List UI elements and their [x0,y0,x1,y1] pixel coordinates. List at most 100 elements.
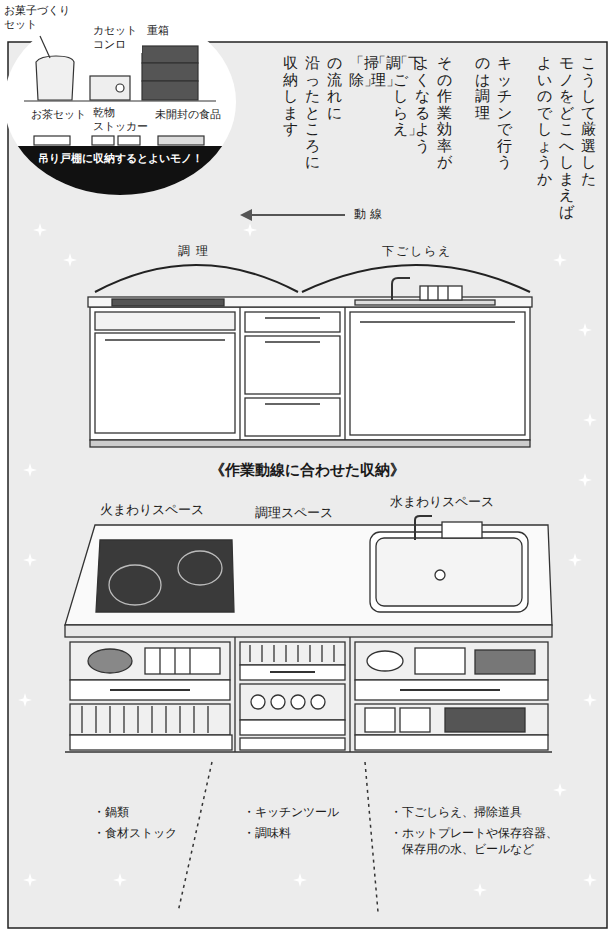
illustration-part [360,321,515,322]
illustration-part [65,751,552,752]
illustration-part [193,706,194,733]
illustration-part [302,265,530,292]
illustration-part [249,645,250,662]
banner-text: 吊り戸棚に収納するとよいモノ！ [3,152,237,166]
illustration-part [109,706,110,733]
illustration-part [234,637,235,752]
illustration-part [92,136,114,145]
illustration-part [142,63,198,81]
illustration-part [240,642,345,665]
illustration-part [297,645,298,662]
illustration-part [355,704,548,735]
illustration-part [116,84,124,92]
illustration-part [88,297,532,307]
illustration-part [40,36,50,58]
illustration-part [70,642,230,680]
illustration-part [265,317,320,318]
illustration-part [435,570,445,580]
illustration-part [270,671,315,673]
vertical-text: キッチンで行う のは調理 [468,55,512,171]
illustration-part [137,706,138,733]
illustration-part [178,551,222,585]
illustration-part [420,286,462,300]
illustration-part [189,648,190,674]
illustration-part [178,762,212,912]
illustration-part [265,403,320,404]
illustration-part [553,783,567,797]
illustration-part [344,307,345,440]
text-column: 「調理」 [371,55,386,88]
illustration-part [113,873,127,887]
illustration-part [553,253,567,267]
text-column: のは調理 [475,55,490,121]
vertical-text: その作業効率が よくなるよう 「下ごしらえ」 「調理」 「掃除」 の流れに 沿っ… [276,55,452,171]
label: お菓子づくり セット [4,4,74,33]
illustration-part [88,649,132,673]
illustration-part [96,540,234,612]
illustration-part [174,648,175,674]
illustration-part [293,873,307,887]
text-column: モノをどこへしまえば [559,55,574,220]
illustration-part [145,648,220,674]
illustration-part [400,708,430,732]
illustration-part [365,762,378,912]
text-column: 収納します [283,55,298,138]
text-column: 沿ったところに [305,55,320,171]
illustration-part [243,223,257,237]
illustration-part [112,299,224,306]
label: ・鍋類 [93,805,129,821]
illustration-part [447,286,448,300]
illustration-part [250,214,345,216]
illustration-part [473,883,487,897]
label: 下ごしらえ [382,244,452,260]
illustration-part [475,650,535,674]
illustration-part [355,642,548,680]
illustration-part [350,312,525,435]
illustration-part [321,645,322,662]
illustration-part [90,440,530,447]
illustration-part [415,648,465,674]
text-column: 「掃除」 [349,55,364,88]
illustration-part [179,706,180,733]
illustration-part [291,695,305,709]
illustration-part [245,336,340,394]
illustration-part [240,738,345,750]
illustration-part [63,253,77,267]
illustration-part [95,706,96,733]
illustration-part [70,680,230,700]
illustration-part [245,312,340,332]
illustration-part [151,706,152,733]
illustration-part [81,706,82,733]
label: ・下ごしらえ、掃除道具 [390,805,522,821]
illustration-part [245,398,340,436]
label: 調理スペース [255,505,333,522]
illustration-part [207,706,208,733]
label: ・キッチンツール [243,805,339,821]
label: お茶セット [30,108,87,122]
illustration-part [142,81,198,100]
text-column: こうして厳選した [581,55,596,187]
illustration-part [95,312,235,330]
illustration-part [271,695,285,709]
illustration-part [159,648,160,674]
illustration-part [23,873,37,887]
label: 調理 [178,244,214,260]
illustration-part [88,278,532,447]
illustration-part [23,553,37,567]
illustration-part [442,522,482,538]
illustration-part [370,532,528,612]
label: 未開封の食品 [154,108,222,122]
illustration-part [110,689,190,691]
illustration-part [400,689,500,691]
illustration-part [239,307,240,440]
illustration-part [392,278,410,300]
illustration-part [3,146,237,196]
illustration-part [583,413,597,427]
illustration-part [33,223,47,237]
illustration-part [95,333,235,433]
illustration-part [445,708,525,732]
illustration-part [240,665,345,680]
label: ・ホットプレートや保存容器、 保存用の水、ビールなど [390,826,580,857]
illustration-part [261,645,262,662]
illustration-part [65,516,552,752]
